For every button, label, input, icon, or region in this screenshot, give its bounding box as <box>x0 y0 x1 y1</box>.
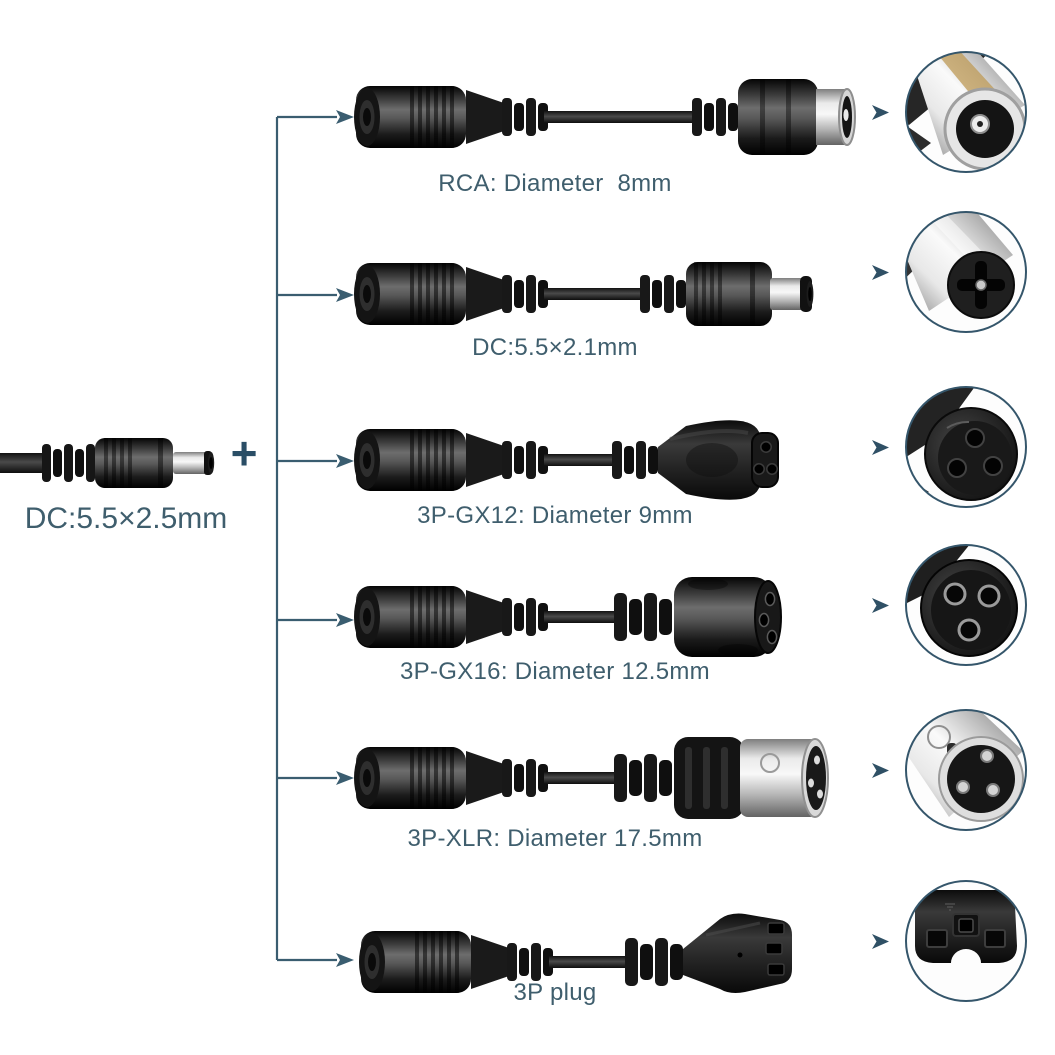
adapter-cable-gx12 <box>354 420 779 500</box>
source-plug-label: DC:5.5×2.5mm <box>24 502 228 535</box>
detail-circle-dc-5521 <box>905 211 1027 333</box>
adapter-label-dc5521: DC:5.5×2.1mm <box>472 334 638 361</box>
adapter-cable-gx16 <box>354 577 782 657</box>
detail-arrow-icon <box>872 934 889 949</box>
connector-tree <box>275 115 337 962</box>
adapter-label-3p: 3P plug <box>513 979 597 1006</box>
detail-circle-xlr <box>905 709 1027 831</box>
adapter-label-gx16: 3P-GX16: Diameter 12.5mm <box>400 658 710 685</box>
detail-circle-gx12 <box>905 386 1027 508</box>
adapter-label-gx12: 3P-GX12: Diameter 9mm <box>417 502 693 529</box>
adapter-cable-rca <box>354 79 856 155</box>
branch-arrowhead-icons <box>336 110 354 967</box>
detail-circle-3p <box>905 880 1027 1002</box>
plus-sign: + <box>230 427 258 479</box>
detail-arrow-icon <box>872 265 889 280</box>
detail-circle-gx16 <box>905 544 1027 666</box>
detail-circle-rca <box>905 51 1027 173</box>
detail-arrow-icon <box>872 440 889 455</box>
detail-arrow-icon <box>872 598 889 613</box>
detail-arrow-icon <box>872 763 889 778</box>
adapter-cable-dc-5521 <box>354 262 814 326</box>
detail-arrow-icon <box>872 105 889 120</box>
adapter-cable-3p <box>359 913 792 993</box>
adapter-label-xlr: 3P-XLR: Diameter 17.5mm <box>407 825 703 852</box>
adapter-label-rca: RCA: Diameter 8mm <box>438 170 672 197</box>
adapter-cable-xlr <box>354 737 829 819</box>
dc-5525-male-plug-icon <box>0 438 215 488</box>
